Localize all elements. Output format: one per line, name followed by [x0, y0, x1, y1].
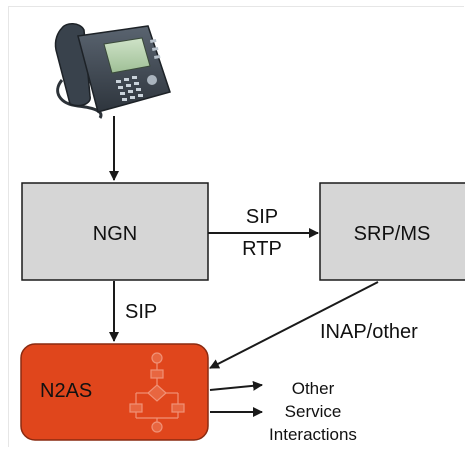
ngn-label: NGN [93, 223, 137, 245]
output-line-3: Interactions [269, 425, 357, 444]
srp-to-n2as-arrow [209, 281, 379, 369]
n2as-node: N2AS [20, 343, 209, 441]
output-line-2: Service [285, 402, 342, 421]
output-arrow-1 [209, 380, 263, 391]
diagram-frame [8, 6, 464, 447]
flowchart-icon [129, 352, 185, 433]
desk-phone-icon [54, 23, 171, 119]
ngn-node: NGN [21, 182, 209, 281]
srp-ms-node: SRP/MS [319, 182, 465, 281]
sip-label-top: SIP [246, 206, 278, 228]
rtp-label: RTP [242, 238, 282, 260]
inap-label: INAP/other [320, 321, 418, 343]
sip-label-bottom: SIP [125, 301, 157, 323]
output-line-1: Other [292, 379, 335, 398]
srp-ms-label: SRP/MS [354, 223, 431, 245]
n2as-label: N2AS [40, 380, 92, 402]
